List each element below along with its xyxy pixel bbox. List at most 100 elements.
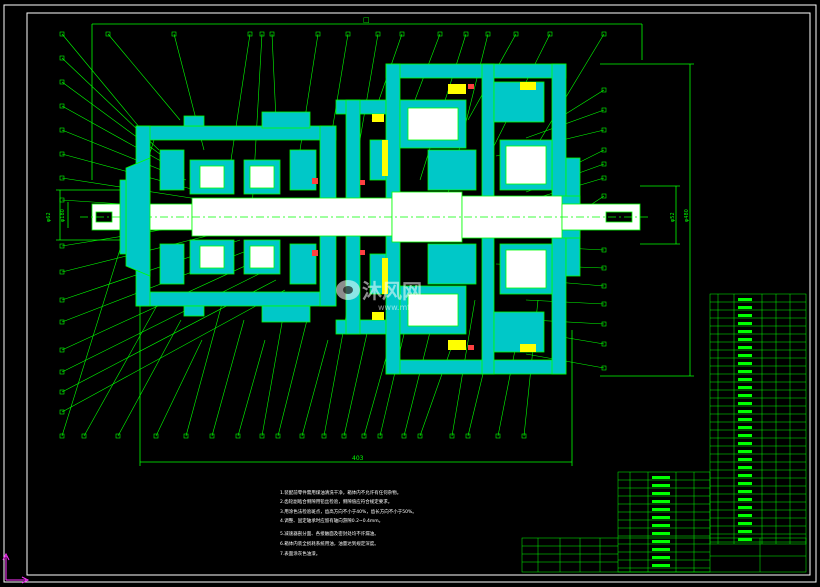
bom-cell-text-mark: [652, 540, 670, 543]
bom-cell-text-mark: [738, 458, 752, 461]
leader-tag: [601, 341, 607, 347]
seal-accents: [312, 84, 474, 350]
watermark-url: www.mfcad.com: [378, 303, 444, 312]
leader-tag: [259, 433, 265, 439]
leader-tag: [59, 369, 65, 375]
leader-line: [237, 339, 266, 437]
note-4: 4.调整、固定轴承时应留有轴向游隙0.2~0.4mm。: [280, 517, 383, 524]
bom-cell-text-mark: [652, 548, 670, 551]
leader-tag: [375, 31, 381, 37]
ucs-corner-icon: [2, 552, 30, 584]
leader-tag: [465, 433, 471, 439]
leader-line: [107, 33, 181, 121]
bom-cell-text-mark: [738, 298, 752, 301]
leader-tag: [59, 103, 65, 109]
bom-cell-text-mark: [738, 346, 752, 349]
leader-tag: [463, 31, 469, 37]
bom-cell-text-mark: [738, 386, 752, 389]
right-dimension-1: φ480: [684, 209, 690, 222]
bom-cell-text-mark: [652, 532, 670, 535]
leader-line: [419, 339, 455, 437]
bom-cell-text-mark: [652, 508, 670, 511]
bom-cell-text-mark: [738, 370, 752, 373]
leader-line: [403, 319, 434, 437]
leader-tag: [183, 433, 189, 439]
leader-tag: [59, 55, 65, 61]
leader-line: [155, 339, 203, 437]
bom-cell-text-mark: [652, 492, 670, 495]
leader-tag: [341, 433, 347, 439]
bom-parts-list: [709, 293, 807, 545]
leader-tag: [601, 365, 607, 371]
bearing-highlights: [372, 82, 536, 352]
leader-tag: [321, 433, 327, 439]
left-dimension-2: φ180: [60, 209, 66, 222]
bom-cell-text-mark: [738, 330, 752, 333]
watermark-text: 沐风网: [362, 279, 422, 303]
bom-cell-text-mark: [652, 524, 670, 527]
technical-requirements: 1.装配前零件需用煤油清洗干净，箱体内不允许有任何杂物。 2.齿轮副啮合侧隙用铅…: [280, 489, 417, 557]
note-3: 3.用涂色法检验斑点，齿高方向不小于40%，齿长方向不小于50%。: [280, 508, 417, 515]
bom-cell-text-mark: [652, 564, 670, 567]
leader-tag: [209, 433, 215, 439]
leader-line: [261, 299, 287, 437]
leader-line: [61, 105, 178, 171]
input-flange: [119, 157, 151, 277]
leader-tag: [59, 31, 65, 37]
leader-tag: [59, 175, 65, 181]
leader-tag: [399, 31, 405, 37]
bom-cell-text-mark: [738, 378, 752, 381]
bom-cell-text-mark: [738, 322, 752, 325]
leader-tag: [153, 433, 159, 439]
title-block: [521, 537, 807, 573]
bom-cell-text-mark: [738, 338, 752, 341]
leader-line: [83, 299, 161, 437]
leader-tag: [437, 31, 443, 37]
leader-line: [61, 269, 268, 373]
bom-cell-text-mark: [738, 466, 752, 469]
bom-cell-text-mark: [738, 306, 752, 309]
leader-tag: [513, 31, 519, 37]
dimension-lines: [56, 23, 694, 466]
leader-tag: [601, 193, 607, 199]
leader-tag: [601, 87, 607, 93]
bom-cell-text-mark: [738, 410, 752, 413]
leader-tag: [345, 31, 351, 37]
leader-tag: [59, 409, 65, 415]
leader-tag: [601, 161, 607, 167]
bom-cell-text-mark: [738, 394, 752, 397]
leader-tag: [315, 31, 321, 37]
leader-tag: [601, 31, 607, 37]
leader-line: [271, 33, 277, 121]
bom-cell-text-mark: [738, 538, 752, 541]
note-2: 2.齿轮副啮合侧隙用铅丝检验，侧隙值应符合规定要求。: [280, 498, 392, 505]
leader-tag: [401, 433, 407, 439]
leader-tag: [601, 107, 607, 113]
leader-tag: [601, 175, 607, 181]
left-dimension-1: φ62: [46, 212, 52, 222]
note-5: 5.减速器剖分面、各接触面及密封处均不许漏油。: [280, 530, 379, 537]
bom-cell-text-mark: [738, 450, 752, 453]
leader-line: [61, 289, 286, 413]
leader-tag: [59, 79, 65, 85]
leader-tag: [59, 269, 65, 275]
leader-tag: [59, 297, 65, 303]
bom-cell-text-mark: [652, 476, 670, 479]
bom-cell-text-mark: [738, 474, 752, 477]
bill-of-materials-table: [521, 293, 807, 573]
outer-border: [3, 4, 817, 583]
bom-cell-text-mark: [738, 530, 752, 533]
leader-tag: [59, 243, 65, 249]
leader-tag: [59, 433, 65, 439]
leader-tag: [485, 31, 491, 37]
leader-tag: [59, 151, 65, 157]
bom-cell-text-mark: [738, 426, 752, 429]
bom-cell-text-mark: [738, 402, 752, 405]
leader-tag: [361, 433, 367, 439]
left-planet-gears: [159, 149, 317, 285]
leader-line: [61, 81, 169, 161]
bom-cell-text-mark: [738, 418, 752, 421]
bom-cell-text-mark: [738, 434, 752, 437]
leader-tag: [115, 433, 121, 439]
